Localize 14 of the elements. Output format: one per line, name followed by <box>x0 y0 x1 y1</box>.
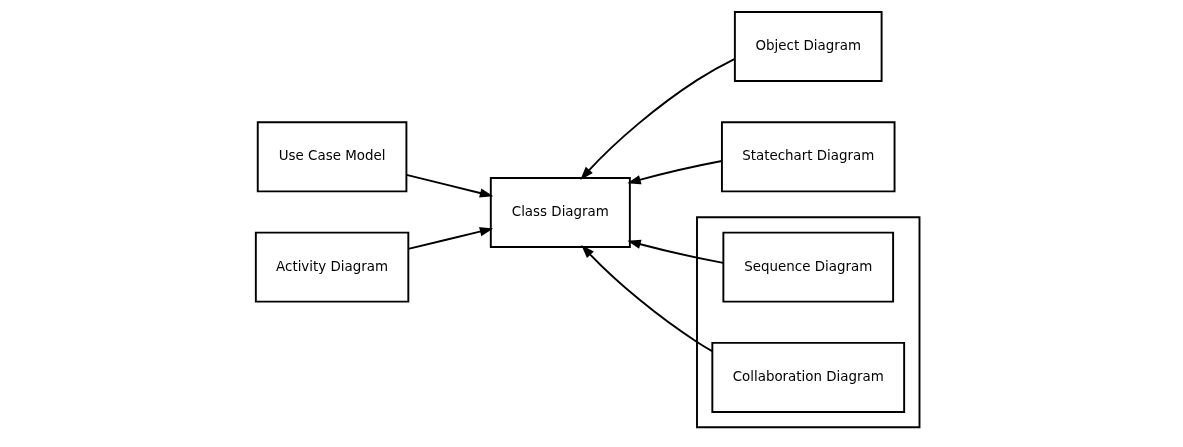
node-box: Class Diagram <box>489 177 631 248</box>
arrow <box>407 227 494 250</box>
arrow <box>627 160 723 185</box>
node-box: Collaboration Diagram <box>711 341 906 413</box>
arrow <box>580 57 736 180</box>
arrow <box>581 244 714 353</box>
node-box: Statechart Diagram <box>720 121 896 193</box>
node-box: Object Diagram <box>733 11 883 83</box>
node-box: Activity Diagram <box>254 231 410 303</box>
node-box: Sequence Diagram <box>722 231 895 303</box>
node-box: Use Case Model <box>256 121 408 193</box>
cluster <box>696 216 921 429</box>
arrow <box>405 173 494 198</box>
arrow <box>627 239 725 264</box>
